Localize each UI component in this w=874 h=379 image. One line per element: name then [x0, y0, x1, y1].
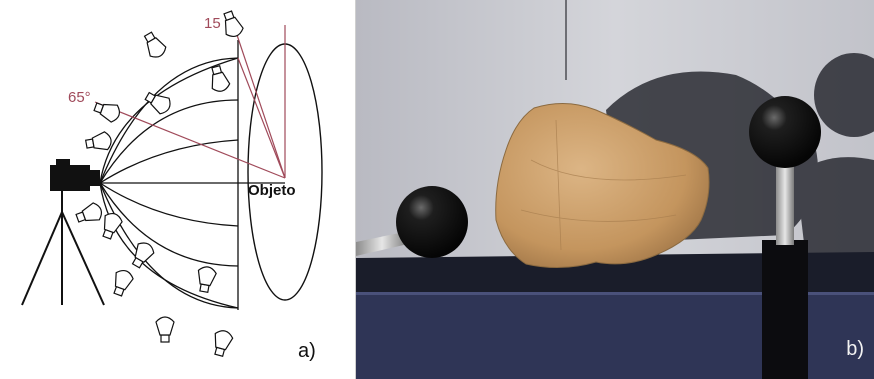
dome-arc [100, 140, 238, 183]
angle-label-low: 65° [68, 89, 91, 106]
lighting-diagram: 15 65° Objeto [0, 0, 356, 379]
angle-line-65 [95, 102, 285, 178]
bulb-icon [74, 201, 104, 226]
bulb-icon [195, 265, 217, 293]
left-sphere [396, 186, 468, 258]
panel-label-a: a) [298, 340, 316, 363]
panel-a-diagram: 15 65° Objeto a) [0, 0, 356, 379]
angle-line-mid [238, 58, 285, 178]
photo-scene [356, 0, 874, 379]
panel-b-photo: b) [356, 0, 874, 379]
bulb-icon [219, 9, 244, 39]
bulb-icon [207, 64, 231, 93]
angle-line-15 [236, 32, 285, 178]
panel-label-b: b) [846, 338, 864, 361]
bulb-icon [156, 317, 174, 342]
angle-label-top: 15 [204, 15, 221, 32]
object-label: Objeto [248, 182, 296, 199]
right-stand [762, 240, 808, 379]
angle-lines [95, 25, 285, 178]
bulb-icon [210, 329, 234, 358]
bulb-icon [140, 30, 168, 61]
camera-icon [50, 159, 100, 191]
bulb-icon [109, 268, 134, 298]
right-sphere [749, 96, 821, 168]
bulb-icon [85, 131, 113, 153]
